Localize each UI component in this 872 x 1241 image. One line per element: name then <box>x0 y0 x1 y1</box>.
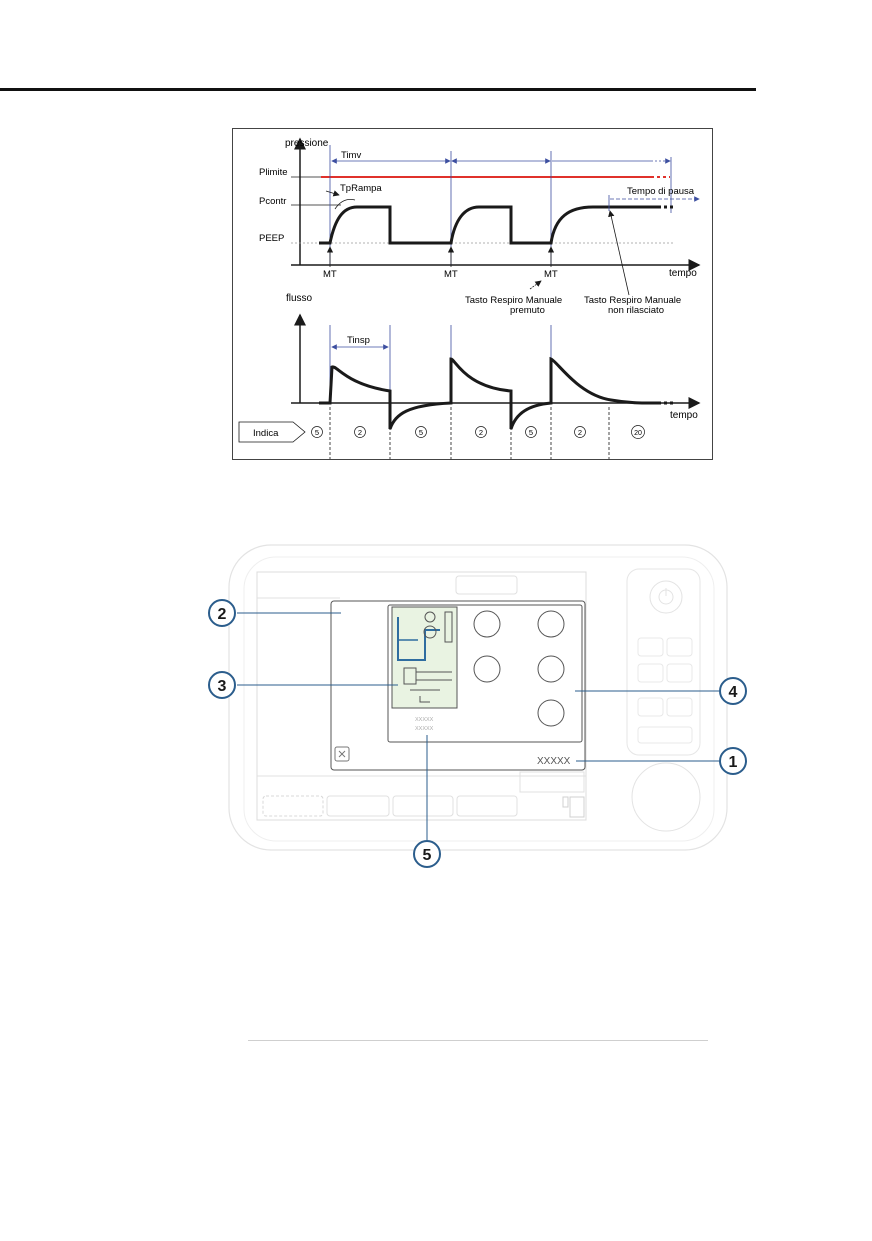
screen-top-tab <box>455 575 518 595</box>
manual-held-line1: Tasto Respiro Manuale <box>584 295 681 306</box>
parameter-knob-3 <box>473 655 501 683</box>
indicator-code-7: 20 <box>631 425 645 439</box>
parameter-knob-1 <box>473 610 501 638</box>
device-screen <box>256 571 587 821</box>
callout-1: 1 <box>719 747 747 775</box>
tinsp-label: Tinsp <box>347 335 370 346</box>
mt-label-2: MT <box>444 269 458 280</box>
control-panel <box>626 568 701 756</box>
pcontr-label: Pcontr <box>259 196 286 207</box>
small-text-2: XXXXX <box>415 726 434 732</box>
svg-text:5: 5 <box>423 847 432 864</box>
close-icon <box>334 746 350 762</box>
time-axis-label-bottom: tempo <box>670 410 698 421</box>
callout-4: 4 <box>719 677 747 705</box>
flow-axis-label: flusso <box>286 293 313 304</box>
callout-5: 5 <box>413 840 441 868</box>
tprampa-label: TpRampa <box>340 183 382 194</box>
timing-diagram: pressione tempo Plimite Pcontr PEEP Timv… <box>238 137 701 459</box>
indicator-code-3: 5 <box>415 426 427 438</box>
indicator-code-5: 5 <box>525 426 537 438</box>
battery-status-icon <box>569 796 585 818</box>
timv-label: Timv <box>341 150 361 161</box>
timing-diagram-frame: pressione tempo Plimite Pcontr PEEP Timv… <box>232 128 713 460</box>
parameter-knob-5 <box>537 699 565 727</box>
svg-text:2: 2 <box>218 606 227 623</box>
indicator-code-2: 2 <box>354 426 366 438</box>
dialog-window <box>330 600 586 771</box>
svg-text:20: 20 <box>634 430 642 437</box>
small-text-1: XXXXX <box>415 717 434 723</box>
bottom-rule <box>248 1040 708 1041</box>
device-body <box>228 544 728 851</box>
manual-pressed-line2: premuto <box>510 305 545 316</box>
plimite-label: Plimite <box>259 167 288 178</box>
indicator-code-4: 2 <box>475 426 487 438</box>
indicator-code-6: 2 <box>574 426 586 438</box>
svg-text:4: 4 <box>729 684 738 701</box>
peep-label: PEEP <box>259 233 284 244</box>
flow-waveform <box>319 356 652 430</box>
svg-text:2: 2 <box>578 428 582 437</box>
svg-text:1: 1 <box>729 754 738 771</box>
svg-text:5: 5 <box>315 428 319 437</box>
manual-pressed-line1: Tasto Respiro Manuale <box>465 295 562 306</box>
svg-text:2: 2 <box>479 428 483 437</box>
dialog-inner-panel <box>387 604 583 743</box>
top-rule <box>0 88 756 91</box>
circuit-illustration <box>391 606 458 709</box>
status-text: XXXXX <box>537 756 571 767</box>
svg-text:5: 5 <box>419 428 423 437</box>
callout-3: 3 <box>208 671 236 699</box>
indicator-code-1: 5 <box>311 426 323 438</box>
callout-2: 2 <box>208 599 236 627</box>
mt-label-1: MT <box>323 269 337 280</box>
pause-label: Tempo di pausa <box>627 186 695 197</box>
power-icon <box>649 580 683 614</box>
parameter-knob-4 <box>537 655 565 683</box>
svg-text:5: 5 <box>529 428 533 437</box>
svg-text:3: 3 <box>218 678 227 695</box>
indica-arrow <box>238 421 306 443</box>
manual-held-line2: non rilasciato <box>608 305 664 316</box>
pressure-axis-label: pressione <box>285 138 329 149</box>
rotary-knob <box>631 762 701 832</box>
parameter-knob-2 <box>537 610 565 638</box>
svg-text:2: 2 <box>358 428 362 437</box>
indica-label: Indica <box>253 428 279 439</box>
time-axis-label-top: tempo <box>669 268 697 279</box>
pressure-waveform <box>319 205 651 245</box>
mt-label-3: MT <box>544 269 558 280</box>
